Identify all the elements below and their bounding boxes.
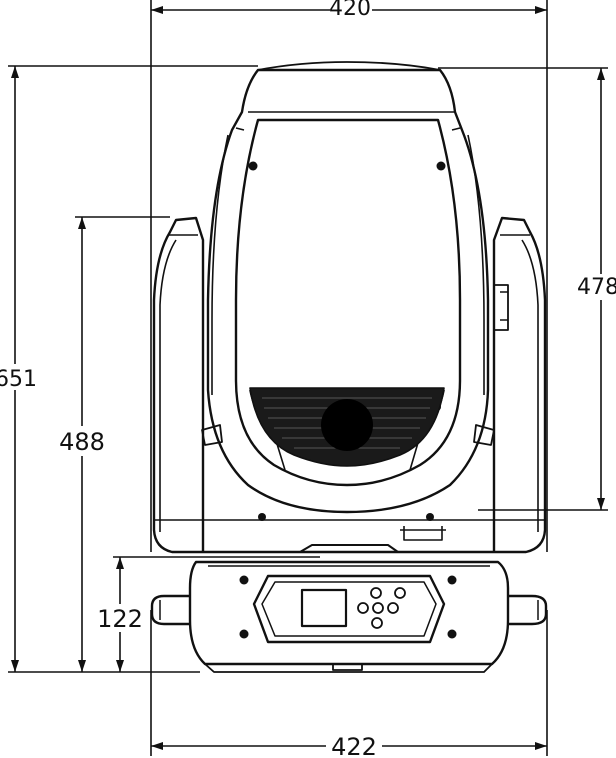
right-height-label: 478 — [577, 275, 616, 300]
button-right[interactable] — [387, 602, 399, 614]
dimension-arrowheads — [11, 6, 605, 750]
fixture — [150, 61, 548, 673]
button-top-right[interactable] — [394, 587, 406, 599]
vent-grille — [249, 387, 445, 467]
base — [150, 544, 548, 673]
button-left[interactable] — [357, 602, 369, 614]
base-width-label: 422 — [331, 733, 377, 758]
yoke — [152, 216, 547, 554]
base-screws — [239, 575, 457, 639]
head-screws — [248, 161, 446, 411]
top-width-label: 420 — [329, 0, 371, 21]
control-buttons — [357, 587, 406, 629]
lcd-display — [300, 588, 348, 628]
yoke-screws — [258, 513, 434, 521]
total-height-label: 651 — [0, 367, 37, 392]
button-bottom[interactable] — [371, 617, 383, 629]
button-center[interactable] — [372, 602, 384, 614]
yoke-height-label: 488 — [59, 428, 105, 456]
base-height-label: 122 — [97, 605, 143, 633]
button-top-left[interactable] — [370, 587, 382, 599]
